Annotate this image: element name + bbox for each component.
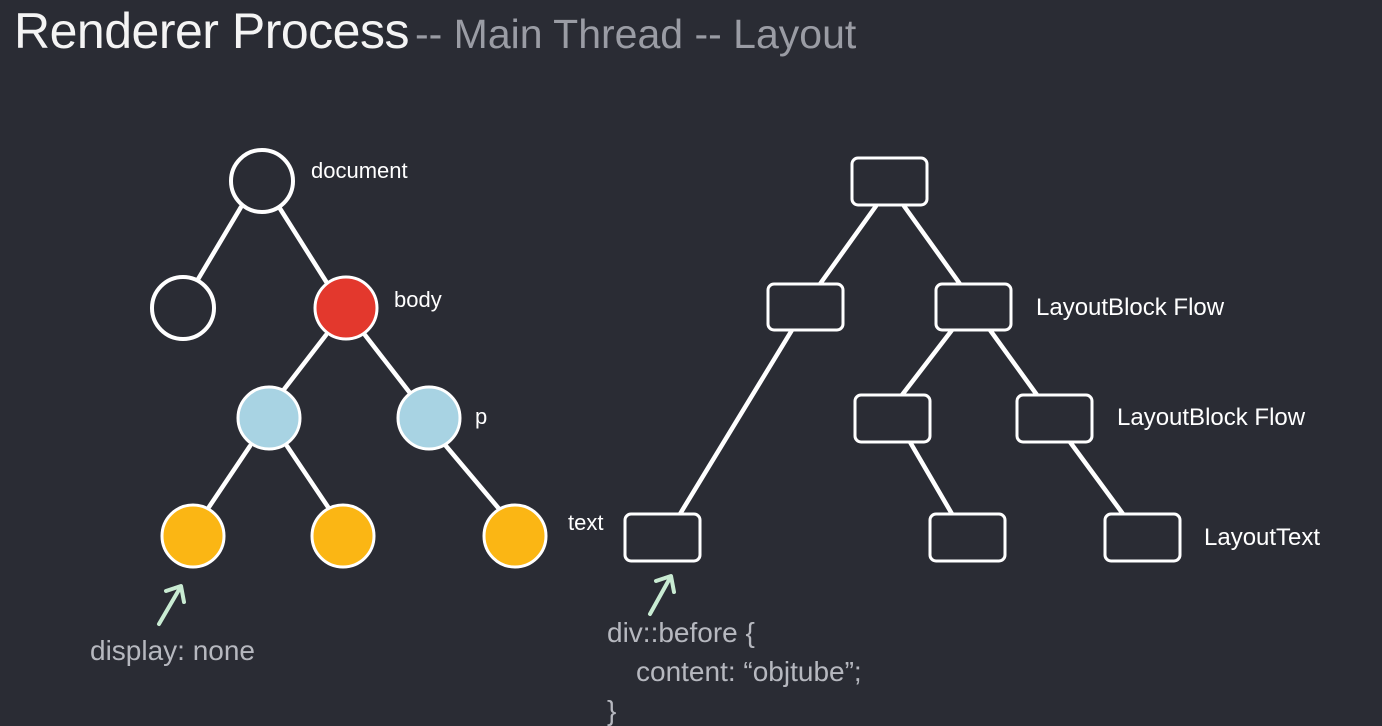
dom-edge bbox=[279, 332, 329, 395]
layout-tree: LayoutBlock Flow LayoutBlock Flow Layout… bbox=[607, 156, 1320, 726]
dom-edge bbox=[276, 204, 330, 286]
text-node bbox=[310, 503, 376, 569]
p-node bbox=[396, 385, 462, 451]
layout-text-box bbox=[928, 512, 1007, 563]
dom-edge bbox=[194, 204, 244, 284]
dom-edge bbox=[443, 443, 503, 513]
layout-text-label: LayoutText bbox=[1204, 524, 1320, 551]
code-line: content: “objtube”; bbox=[636, 656, 862, 687]
element-node bbox=[236, 385, 302, 451]
display-none-annotation: display: none bbox=[90, 635, 255, 666]
dom-edge bbox=[206, 443, 253, 510]
title-subtitle: -- Main Thread -- Layout bbox=[414, 11, 857, 57]
title-main: Renderer Process bbox=[14, 3, 409, 59]
code-line: div::before { bbox=[607, 617, 755, 648]
body-node bbox=[313, 275, 379, 341]
layout-block-flow-box bbox=[934, 282, 1013, 332]
slide-title: Renderer Process-- Main Thread -- Layout bbox=[14, 2, 856, 60]
text-node bbox=[482, 503, 548, 569]
dom-edge bbox=[284, 443, 331, 510]
arrow-up-icon bbox=[157, 584, 186, 626]
layout-text-box bbox=[1103, 512, 1182, 563]
dom-edge bbox=[362, 332, 413, 396]
dom-node-empty bbox=[150, 275, 216, 341]
layout-box bbox=[766, 282, 845, 332]
layout-box bbox=[853, 393, 932, 444]
layout-edge bbox=[1067, 439, 1126, 517]
layout-block-flow-label: LayoutBlock Flow bbox=[1117, 404, 1306, 431]
p-label: p bbox=[475, 404, 487, 429]
layout-edge bbox=[899, 327, 955, 398]
layout-pseudo-text-box bbox=[623, 512, 702, 563]
layout-block-flow-label: LayoutBlock Flow bbox=[1036, 294, 1225, 321]
layout-edge bbox=[677, 327, 795, 517]
document-label: document bbox=[311, 158, 408, 183]
layout-block-flow-box bbox=[1015, 393, 1094, 444]
layout-edge bbox=[901, 203, 963, 287]
dom-tree: document body p text display: none bbox=[90, 148, 603, 666]
body-label: body bbox=[394, 287, 442, 312]
text-node bbox=[160, 503, 226, 569]
layout-edge bbox=[907, 439, 955, 517]
layout-edge bbox=[987, 327, 1040, 398]
layout-edge bbox=[817, 203, 879, 287]
code-line: } bbox=[607, 695, 616, 726]
text-label: text bbox=[568, 510, 603, 535]
arrow-up-icon bbox=[648, 574, 676, 616]
document-node bbox=[229, 148, 295, 214]
layout-root-box bbox=[850, 156, 929, 207]
